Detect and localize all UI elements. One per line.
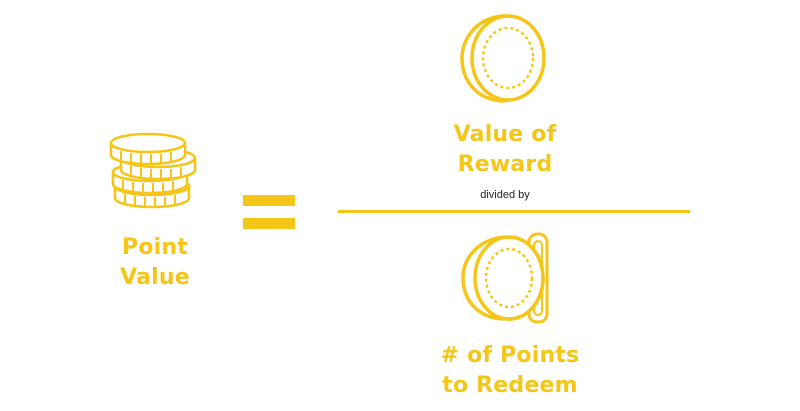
fraction-line bbox=[338, 210, 690, 213]
coin-icon bbox=[460, 14, 546, 103]
point-value-line1: Point bbox=[122, 235, 188, 260]
point-value-line2: Value bbox=[120, 265, 190, 290]
points-to-redeem-line1: # of Points bbox=[440, 343, 580, 368]
equals-top-bar bbox=[243, 195, 295, 206]
equals-bottom-bar bbox=[243, 218, 295, 229]
points-to-redeem-line2: to Redeem bbox=[442, 373, 578, 398]
divided-by-text: divided by bbox=[480, 189, 530, 201]
points-to-redeem-label: # of Points to Redeem bbox=[420, 341, 600, 401]
point-value-label: Point Value bbox=[90, 233, 220, 293]
coin-stack-icon bbox=[109, 132, 197, 209]
value-of-reward-line2: Reward bbox=[457, 152, 553, 177]
value-of-reward-line1: Value of bbox=[453, 122, 557, 147]
coins-icon bbox=[461, 232, 549, 324]
value-of-reward-label: Value of Reward bbox=[425, 120, 585, 180]
equals-icon bbox=[243, 195, 295, 232]
